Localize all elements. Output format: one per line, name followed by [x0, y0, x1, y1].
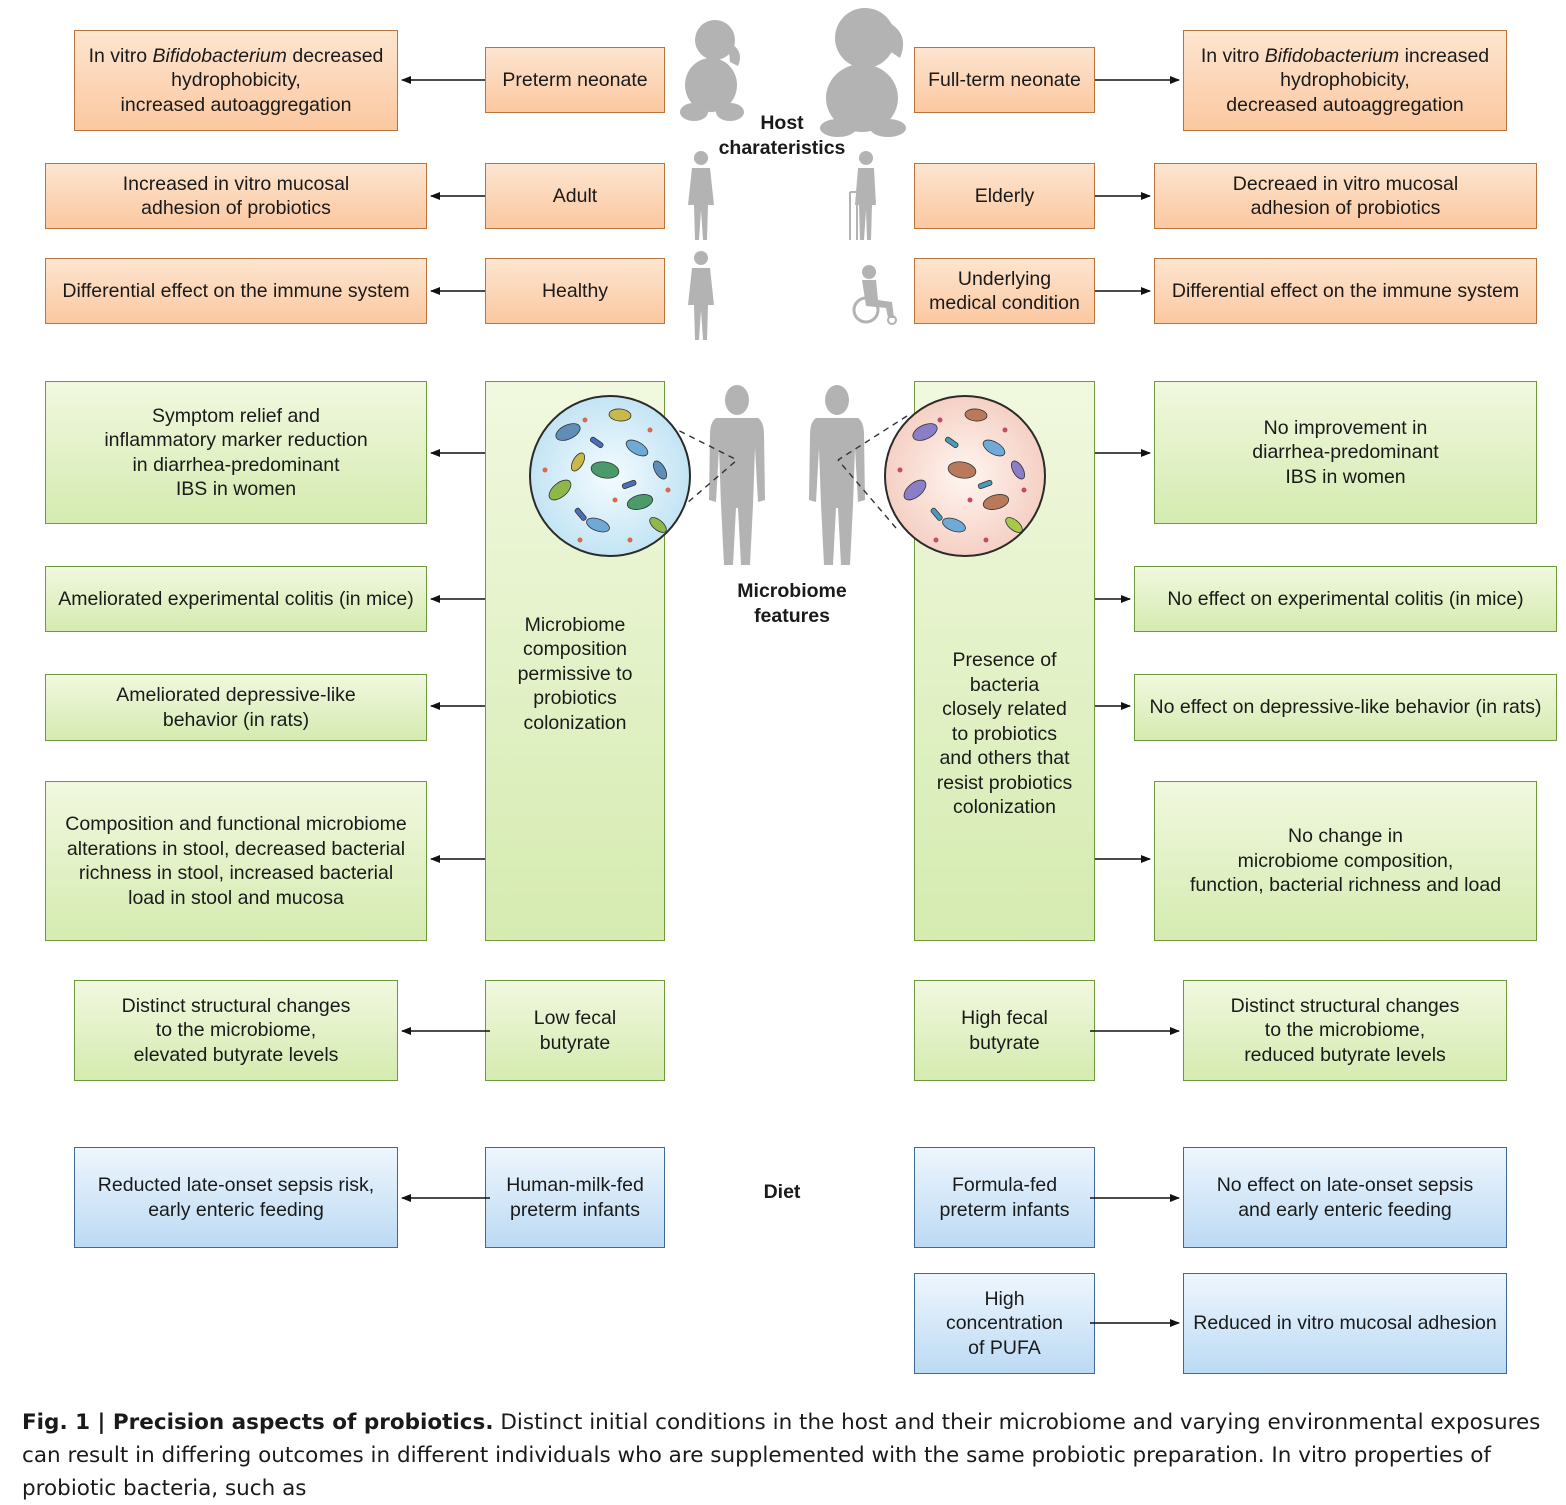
fullterm-neonate-label: Full-term neonate [928, 68, 1081, 91]
outcome-text: increased hydrophobicity, decreased auto… [1226, 44, 1490, 116]
outcome-text: decreased hydrophobicity, increased auto… [120, 44, 384, 116]
healthy-label: Healthy [541, 279, 609, 302]
formula-fed-box: Formula-fed preterm infants [914, 1147, 1095, 1248]
diet-label: Diet [763, 1181, 801, 1203]
elderly-box: Elderly [914, 163, 1095, 229]
bacteria-microbiome-icon [884, 395, 1046, 557]
depressive-ameliorated-box: Ameliorated depressive-like behavior (in… [45, 674, 427, 741]
depressive-no-effect-text: No effect on depressive-like behavior (i… [1149, 696, 1542, 719]
pufa-outcome-text: Reduced in vitro mucosal adhesion [1193, 1312, 1497, 1335]
high-fecal-butyrate-box: High fecal butyrate [914, 980, 1095, 1081]
human-milk-fed-box: Human-milk-fed preterm infants [485, 1147, 665, 1248]
human-silhouette-icon [709, 385, 765, 565]
adult-standing-icon [688, 151, 714, 240]
bacteria-microbiome-icon [529, 395, 691, 557]
colitis-no-effect-box: No effect on experimental colitis (in mi… [1134, 566, 1557, 632]
underlying-condition-box: Underlying medical condition [914, 258, 1095, 324]
colitis-ameliorated-box: Ameliorated experimental colitis (in mic… [45, 566, 427, 632]
ibs-no-improvement-box: No improvement in diarrhea-predominant I… [1154, 381, 1537, 524]
human-milk-outcome-box: Reducted late-onset sepsis risk, early e… [74, 1147, 398, 1248]
microbiome-no-change-box: No change in microbiome composition, fun… [1154, 781, 1537, 941]
colitis-ameliorated-text: Ameliorated experimental colitis (in mic… [58, 587, 414, 610]
preterm-neonate-box: Preterm neonate [485, 47, 665, 113]
outcome-prefix: In vitro [88, 44, 153, 67]
formula-outcome-box: No effect on late-onset sepsis and early… [1183, 1147, 1507, 1248]
fullterm-neonate-box: Full-term neonate [914, 47, 1095, 113]
infant-sitting-icon [820, 8, 906, 137]
healthy-outcome-box: Differential effect on the immune system [45, 258, 427, 324]
ibs-relief-box: Symptom relief and inflammatory marker r… [45, 381, 427, 524]
high-butyrate-outcome-box: Distinct structural changes to the micro… [1183, 980, 1507, 1081]
underlying-outcome-text: Differential effect on the immune system [1171, 279, 1520, 302]
figure-caption: Fig. 1 | Precision aspects of probiotics… [22, 1406, 1552, 1505]
elderly-walker-icon [849, 151, 876, 240]
underlying-outcome-box: Differential effect on the immune system [1154, 258, 1537, 324]
pufa-outcome-box: Reduced in vitro mucosal adhesion [1183, 1273, 1507, 1374]
elderly-outcome-box: Decreaed in vitro mucosal adhesion of pr… [1154, 163, 1537, 229]
bifidobacterium-label: Bifidobacterium [1264, 44, 1400, 67]
microbiome-alterations-box: Composition and functional microbiome al… [45, 781, 427, 941]
colitis-no-effect-text: No effect on experimental colitis (in mi… [1167, 587, 1524, 610]
preterm-outcome-box: In vitro Bifidobacterium decreased hydro… [74, 30, 398, 131]
adult-outcome-box: Increased in vitro mucosal adhesion of p… [45, 163, 427, 229]
elderly-label: Elderly [974, 184, 1035, 207]
adult-standing-icon [688, 251, 714, 340]
outcome-prefix: In vitro [1200, 44, 1265, 67]
adult-label: Adult [552, 184, 598, 207]
low-butyrate-outcome-box: Distinct structural changes to the micro… [74, 980, 398, 1081]
infant-sitting-icon [680, 20, 744, 121]
fullterm-outcome-box: In vitro Bifidobacterium increased hydro… [1183, 30, 1507, 131]
adult-box: Adult [485, 163, 665, 229]
depressive-no-effect-box: No effect on depressive-like behavior (i… [1134, 674, 1557, 741]
human-silhouette-icon [809, 385, 865, 565]
high-pufa-box: High concentration of PUFA [914, 1273, 1095, 1374]
host-characteristics-label: Host charateristics [718, 112, 846, 159]
preterm-neonate-label: Preterm neonate [502, 68, 648, 91]
microbiome-features-label: Microbiome features [737, 580, 847, 627]
healthy-outcome-text: Differential effect on the immune system [62, 279, 410, 302]
caption-label: Fig. 1 | Precision aspects of probiotics… [22, 1410, 494, 1435]
wheelchair-person-icon [852, 265, 897, 325]
healthy-box: Healthy [485, 258, 665, 324]
bifidobacterium-label: Bifidobacterium [152, 44, 287, 67]
